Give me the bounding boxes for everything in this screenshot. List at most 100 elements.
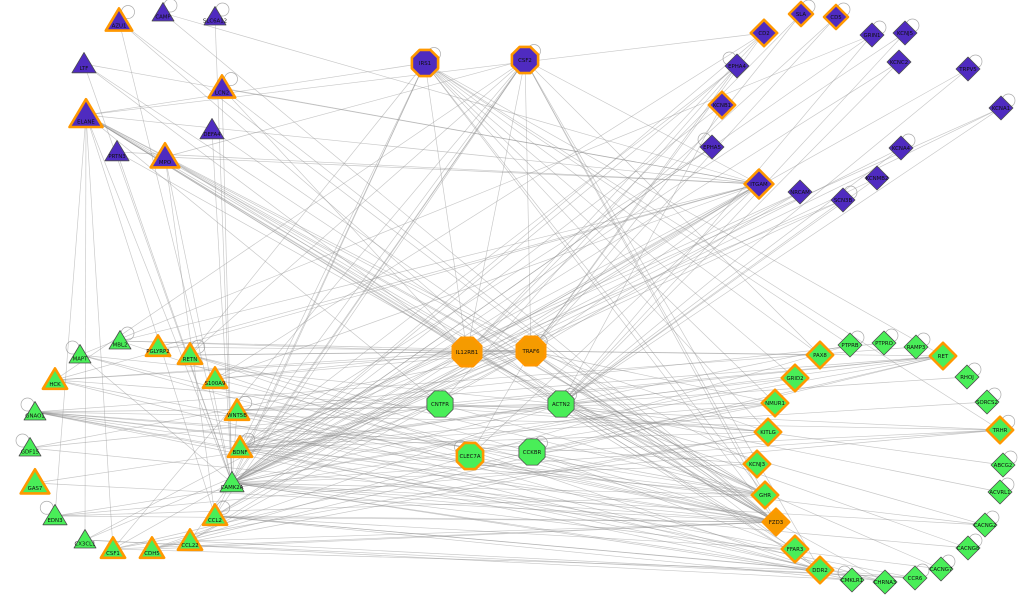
edge: [424, 62, 1001, 431]
edge: [189, 354, 777, 523]
edge: [560, 344, 851, 405]
edge: [560, 403, 986, 526]
diamond-shape: [760, 388, 790, 418]
edge: [524, 59, 821, 571]
node-GHR[interactable]: GHR: [750, 480, 780, 510]
edge: [560, 68, 969, 405]
edge: [34, 411, 758, 465]
edge: [79, 354, 562, 405]
node-CX3CL1[interactable]: CX3CL1: [73, 529, 97, 549]
node-IL12RB1[interactable]: IL12RB1: [451, 336, 483, 368]
edge: [54, 59, 526, 381]
node-CACNG8[interactable]: CACNG8: [955, 535, 981, 561]
edge: [85, 114, 233, 484]
node-GRIN1[interactable]: GRIN1: [859, 22, 885, 48]
edge: [531, 451, 796, 550]
octagon-shape: [451, 336, 483, 368]
edge: [560, 61, 900, 405]
node-LCN2[interactable]: LCN2: [207, 74, 237, 99]
node-RET[interactable]: RET: [928, 341, 958, 371]
edge: [239, 146, 713, 449]
triangle-shape: [71, 51, 97, 74]
node-SORCS2[interactable]: SORCS2: [974, 389, 1000, 415]
edge: [236, 403, 562, 412]
edge: [239, 62, 426, 449]
node-ITGAM[interactable]: ITGAM: [743, 168, 775, 200]
edge: [239, 401, 988, 449]
node-RHOJ[interactable]: RHOJ: [954, 364, 980, 390]
triangle-shape: [199, 117, 225, 140]
node-CLEC7A[interactable]: CLEC7A: [455, 441, 485, 471]
node-CSF2[interactable]: CSF2: [510, 45, 540, 75]
edge: [469, 455, 777, 523]
diamond-shape: [928, 341, 958, 371]
node-KCNMB2[interactable]: KCNMB2: [864, 165, 890, 191]
triangle-shape: [41, 367, 69, 391]
node-AZU1[interactable]: AZU1: [104, 7, 134, 32]
edge: [164, 156, 760, 185]
node-EPHA4[interactable]: EPHA4: [724, 53, 750, 79]
edge: [469, 350, 532, 457]
node-KCNB1[interactable]: KCNB1: [707, 90, 737, 120]
node-TRAF6[interactable]: TRAF6: [515, 335, 547, 367]
edge: [116, 151, 233, 484]
node-CACNG7[interactable]: CACNG7: [928, 556, 954, 582]
edge: [54, 515, 777, 523]
node-PTPRB[interactable]: PTPRB: [837, 332, 863, 358]
edge: [164, 156, 766, 496]
node-PTPRO[interactable]: PTPRO: [871, 330, 897, 356]
diamond-shape: [839, 567, 865, 593]
node-PRTN3[interactable]: PRTN3: [104, 139, 130, 162]
node-GRID2[interactable]: GRID2: [780, 363, 810, 393]
node-TRHR[interactable]: TRHR: [985, 415, 1015, 445]
edge: [239, 447, 766, 496]
edge: [424, 62, 821, 356]
node-CD5[interactable]: CD5: [822, 3, 850, 31]
edge: [214, 515, 821, 571]
diamond-shape: [724, 53, 750, 79]
edge: [189, 540, 916, 579]
edge: [236, 410, 766, 496]
edge: [84, 114, 87, 541]
edge: [189, 354, 766, 496]
edge: [189, 521, 777, 542]
node-KCNJ5[interactable]: KCNJ5: [892, 20, 918, 46]
octagon-shape: [510, 45, 540, 75]
node-LTF[interactable]: LTF: [71, 51, 97, 74]
node-CCKBR[interactable]: CCKBR: [518, 438, 546, 466]
node-TRPV5[interactable]: TRPV5: [955, 56, 981, 82]
node-ACVRL1[interactable]: ACVRL1: [987, 479, 1013, 505]
edge: [118, 20, 233, 484]
edge: [560, 403, 777, 523]
edge: [231, 482, 766, 496]
node-HCK[interactable]: HCK: [41, 367, 69, 391]
edge: [231, 68, 969, 484]
edge: [214, 351, 468, 380]
node-ACTN2[interactable]: ACTN2: [547, 390, 575, 418]
diamond-shape: [872, 569, 898, 595]
edge: [469, 183, 760, 457]
edge: [54, 379, 777, 523]
diamond-shape: [780, 534, 810, 564]
edge: [119, 340, 468, 353]
edge: [34, 411, 766, 496]
node-CCL2[interactable]: CCL2: [201, 503, 229, 527]
edge: [112, 548, 821, 571]
node-CNTFR[interactable]: CNTFR: [426, 390, 454, 418]
edge: [439, 355, 944, 405]
node-ABCG2[interactable]: ABCG2: [990, 452, 1016, 478]
edge: [524, 59, 532, 352]
node-CCR6[interactable]: CCR6: [902, 565, 928, 591]
node-KCNA1[interactable]: KCNA1: [988, 95, 1014, 121]
node-CACNG2[interactable]: CACNG2: [972, 512, 998, 538]
edge: [34, 411, 916, 579]
node-PGLYRP2[interactable]: PGLYRP2: [144, 334, 172, 358]
diamond-shape: [750, 480, 780, 510]
edge: [231, 104, 723, 484]
edge: [530, 350, 776, 404]
edge: [221, 87, 777, 523]
node-IRS1[interactable]: IRS1: [410, 48, 440, 78]
triangle-shape: [219, 470, 245, 493]
diamond-shape: [787, 0, 815, 28]
